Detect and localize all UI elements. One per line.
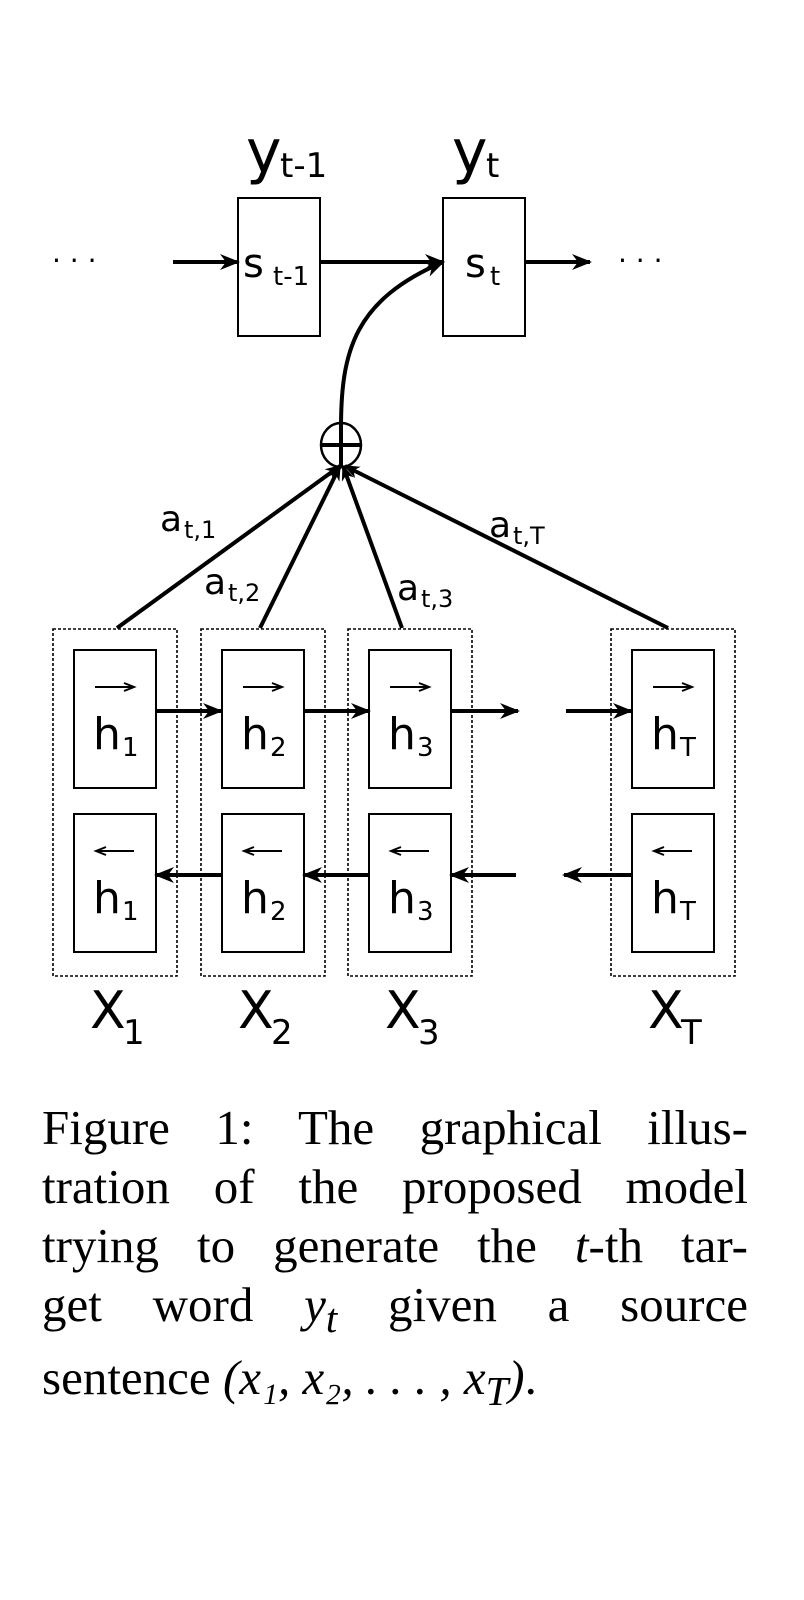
left-arrow-accent-icon bbox=[388, 846, 429, 856]
math-y-t: yt bbox=[304, 1277, 338, 1341]
attention-model-diagram: y t-1 y t · · · · · · s t-1 s t a t,1 a … bbox=[52, 117, 736, 1053]
annotation-dashed-box bbox=[610, 628, 736, 977]
left-arrow-accent-icon bbox=[241, 846, 282, 856]
backward-hidden-state-box bbox=[631, 813, 715, 953]
hidden-state-label-base: h bbox=[93, 709, 121, 760]
hidden-state-label-base: h bbox=[241, 709, 269, 760]
input-word-label-base: X bbox=[648, 981, 684, 1041]
attention-line-1 bbox=[115, 464, 342, 630]
figure-caption: Figure 1: The graphical illus- tration o… bbox=[42, 1098, 748, 1421]
annotation-dashed-box bbox=[347, 628, 473, 977]
input-word-label-base: X bbox=[385, 981, 421, 1041]
forward-hidden-state-box bbox=[631, 649, 715, 789]
svg-text:a: a bbox=[204, 562, 226, 603]
hidden-state-label-sub: 1 bbox=[122, 733, 139, 763]
sum-combiner-icon bbox=[319, 421, 363, 469]
hidden-state-label-base: h bbox=[93, 873, 121, 924]
output-label-y-t: y t bbox=[452, 117, 499, 187]
output-label-base: y bbox=[246, 117, 282, 187]
right-arrow-accent-icon bbox=[653, 682, 695, 692]
attention-weight-label: a t,3 bbox=[397, 568, 453, 613]
forward-hidden-state-box bbox=[368, 649, 452, 789]
attention-weight-label: a t,T bbox=[489, 505, 545, 550]
hidden-state-label-sub: 1 bbox=[122, 897, 139, 927]
output-label-y-t-1: y t-1 bbox=[246, 117, 327, 187]
input-word-label-sub: 1 bbox=[123, 1013, 145, 1053]
attention-weight-label: a t,2 bbox=[204, 562, 260, 607]
right-arrow-accent-icon bbox=[243, 682, 285, 692]
caption-line: tration of the proposed model bbox=[42, 1159, 748, 1214]
hidden-state-label-base: h bbox=[651, 709, 679, 760]
attention-weight-label: a t,1 bbox=[160, 499, 216, 544]
input-word-label-sub: 3 bbox=[418, 1013, 440, 1053]
caption-line: trying to generate the t-th tar- bbox=[42, 1218, 748, 1273]
caption-line: Figure 1: The graphical illus- bbox=[42, 1100, 748, 1155]
right-arrow-accent-icon bbox=[390, 682, 432, 692]
annotation-dashed-box bbox=[52, 628, 178, 977]
input-word-label-base: X bbox=[238, 981, 274, 1041]
svg-text:t,T: t,T bbox=[513, 522, 545, 550]
math-t: t bbox=[574, 1218, 589, 1273]
svg-text:a: a bbox=[397, 568, 419, 609]
svg-text:t,3: t,3 bbox=[421, 585, 453, 613]
right-arrow-accent-icon bbox=[95, 682, 137, 692]
hidden-state-label-base: h bbox=[241, 873, 269, 924]
forward-hidden-state-box bbox=[221, 649, 305, 789]
decoder-state-box-s-t-1 bbox=[237, 197, 321, 337]
ellipsis-left: · · · bbox=[52, 244, 97, 277]
input-word-label-sub: 2 bbox=[271, 1013, 293, 1053]
output-label-sub: t bbox=[486, 146, 499, 186]
ellipsis-right: · · · bbox=[618, 244, 663, 277]
caption-line: get word yt given a source bbox=[42, 1277, 748, 1341]
svg-text:t,2: t,2 bbox=[228, 579, 260, 607]
backward-hidden-state-box bbox=[73, 813, 157, 953]
hidden-state-label-sub: T bbox=[679, 733, 696, 763]
input-word-label-sub: T bbox=[680, 1013, 702, 1053]
output-label-sub: t-1 bbox=[280, 146, 327, 186]
left-arrow-accent-icon bbox=[651, 846, 692, 856]
caption-line: sentence (x₁, x₂, . . . , xT). bbox=[42, 1349, 537, 1414]
hidden-state-label-sub: 2 bbox=[270, 897, 287, 927]
input-word-label-base: X bbox=[90, 981, 126, 1041]
hidden-state-label-base: h bbox=[388, 709, 416, 760]
attention-line-3 bbox=[341, 464, 404, 629]
hidden-state-label-sub: 3 bbox=[417, 897, 434, 927]
hidden-state-label-sub: 3 bbox=[417, 733, 434, 763]
svg-text:a: a bbox=[489, 505, 511, 546]
attention-line-2 bbox=[258, 464, 342, 629]
state-label-sub: t bbox=[490, 262, 500, 292]
svg-text:a: a bbox=[160, 499, 182, 540]
attention-line-T bbox=[343, 464, 669, 630]
state-label-base: s bbox=[465, 241, 486, 287]
backward-hidden-state-box bbox=[221, 813, 305, 953]
left-arrow-accent-icon bbox=[93, 846, 134, 856]
decoder-state-box-s-t bbox=[442, 197, 526, 337]
state-label-base: s bbox=[243, 241, 264, 287]
math-source-sequence: (x₁, x₂, . . . , xT) bbox=[222, 1349, 525, 1414]
annotation-dashed-box bbox=[200, 628, 326, 977]
context-arrow-to-s-t bbox=[339, 260, 445, 429]
hidden-state-label-base: h bbox=[388, 873, 416, 924]
svg-text:t,1: t,1 bbox=[184, 516, 216, 544]
backward-hidden-state-box bbox=[368, 813, 452, 953]
state-label-sub: t-1 bbox=[273, 262, 309, 292]
hidden-state-label-sub: T bbox=[679, 897, 696, 927]
hidden-state-label-base: h bbox=[651, 873, 679, 924]
forward-hidden-state-box bbox=[73, 649, 157, 789]
hidden-state-label-sub: 2 bbox=[270, 733, 287, 763]
output-label-base: y bbox=[452, 117, 488, 187]
